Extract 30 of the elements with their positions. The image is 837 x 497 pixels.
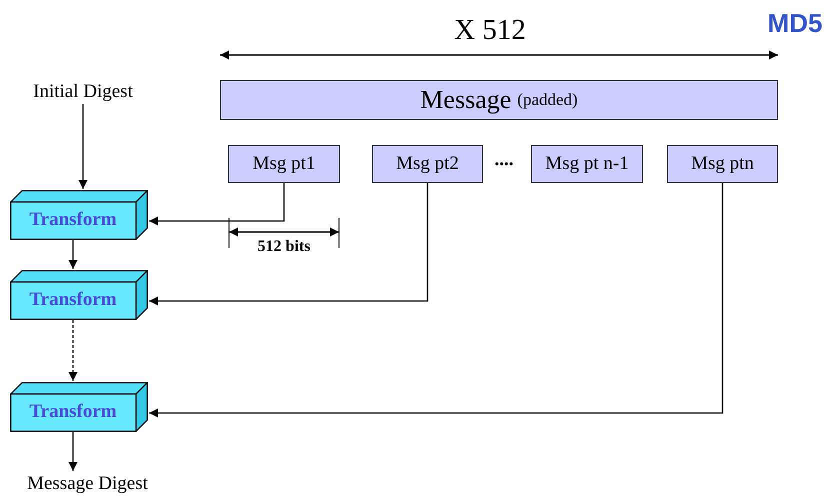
text-label: Message Digest: [27, 473, 148, 495]
dimension-label: X 512: [454, 14, 526, 47]
arrow: [149, 183, 428, 306]
arrow: [149, 183, 285, 226]
transform-block: [10, 382, 148, 432]
text-label: Initial Digest: [33, 81, 133, 103]
arrow: [149, 183, 724, 418]
block-label: Msg pt1: [252, 153, 316, 175]
block-label: Message: [420, 85, 512, 115]
block-label: Transform: [28, 401, 118, 423]
transform-block: [10, 190, 148, 240]
block-label: Transform: [28, 209, 118, 231]
block-label: Msg pt2: [396, 153, 459, 175]
transform-block: [10, 270, 148, 320]
ellipsis-label: ....: [494, 149, 514, 171]
arrow: [78, 104, 88, 189]
block-label: Msg ptn: [691, 153, 754, 175]
message-block: [531, 145, 643, 183]
block-note: (padded): [517, 90, 578, 110]
arrow: [68, 240, 78, 269]
message-block: [228, 145, 340, 183]
block-label: Transform: [28, 289, 118, 311]
message-block: [372, 145, 483, 183]
arrow: [68, 320, 78, 381]
arrow: [68, 432, 78, 471]
block-label: Msg pt n-1: [545, 153, 629, 175]
message-block: [220, 80, 778, 120]
title-label: MD5: [768, 8, 822, 39]
message-block: [667, 145, 778, 183]
dimension-label: 512 bits: [258, 238, 310, 256]
